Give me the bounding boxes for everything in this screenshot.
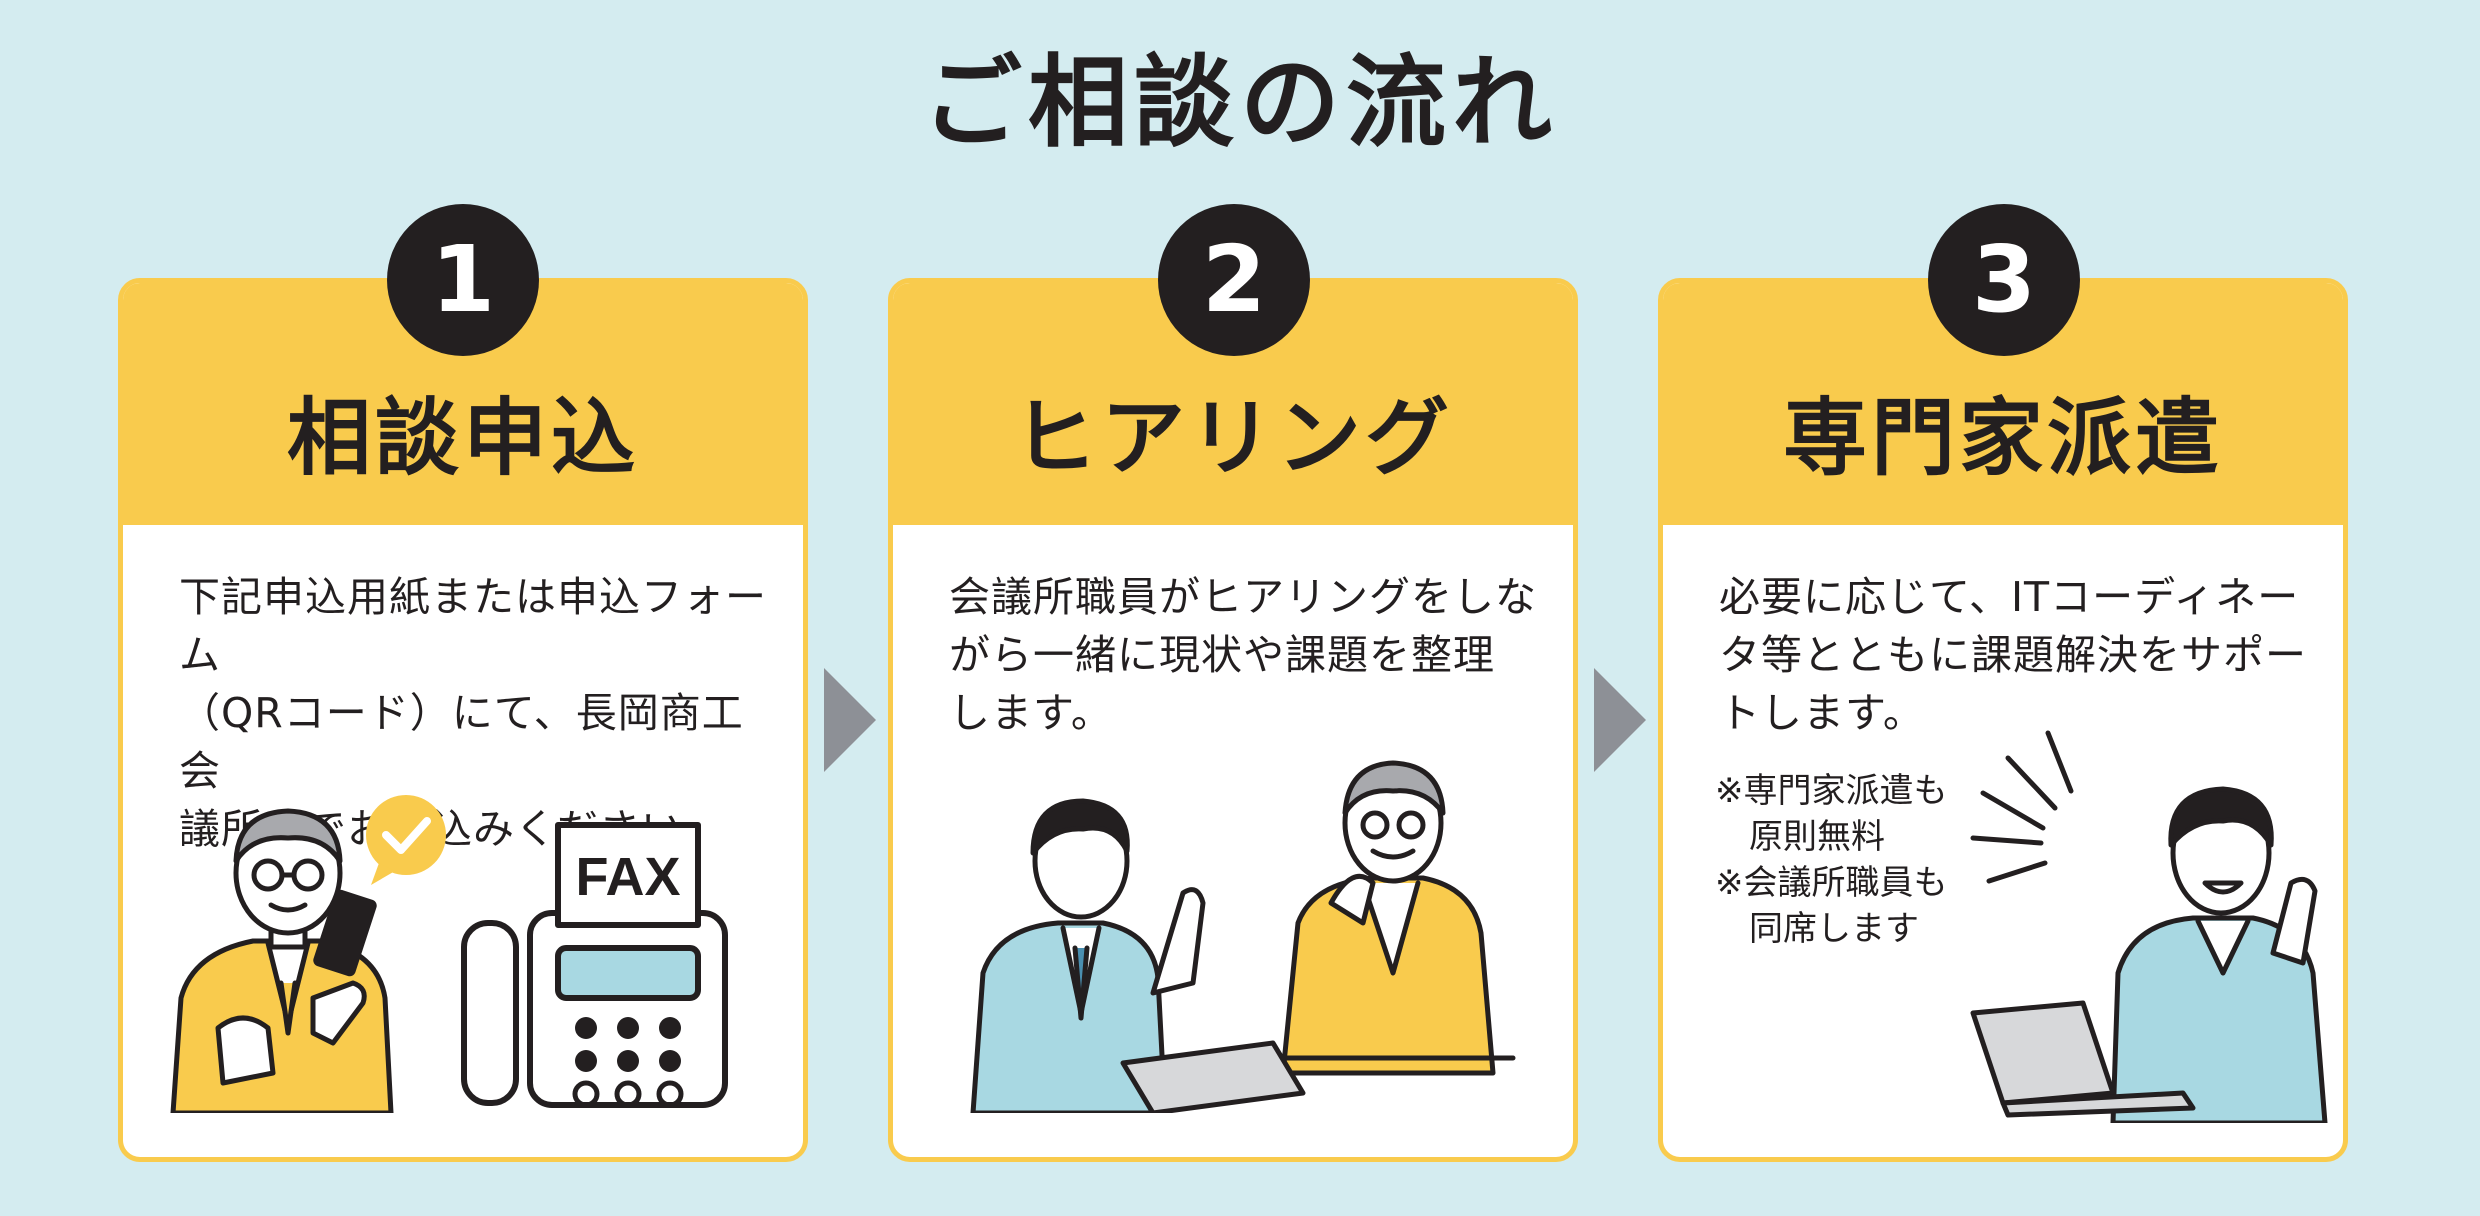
- fax-machine-icon: FAX: [461, 822, 728, 1108]
- step-3-description: 必要に応じて、ITコーディネー タ等とともに課題解決をサポー トします。: [1719, 573, 2307, 737]
- step-3-heading: 専門家派遣: [1782, 389, 2223, 487]
- fax-label: FAX: [575, 847, 680, 907]
- tablet-icon: [1120, 1040, 1306, 1113]
- step-2-heading: ヒアリング: [1012, 389, 1453, 487]
- smartphone-icon: [313, 889, 377, 977]
- step-2-description: 会議所職員がヒアリングをしな がら一緒に現状や課題を整理 します。: [949, 573, 1537, 737]
- step-3-notes: ※専門家派遣も 原則無料 ※会議所職員も 同席します: [1715, 771, 1948, 949]
- step-arrow-1: [824, 668, 876, 772]
- step-3-card: 専門家派遣 必要に応じて、ITコーディネー タ等とともに課題解決をサポー トしま…: [1658, 278, 2348, 1162]
- page-title: ご相談の流れ: [922, 44, 1558, 161]
- man-with-laptop-illustration: [1970, 730, 2328, 1123]
- elderly-man-with-smartphone-illustration: [170, 808, 394, 1113]
- step-2-card: ヒアリング 会議所職員がヒアリングをしな がら一緒に現状や課題を整理 します。: [888, 278, 1578, 1162]
- step-1-heading: 相談申込: [286, 389, 639, 487]
- step-1-number-badge: 1: [387, 204, 539, 356]
- step-3-number-badge: 3: [1928, 204, 2080, 356]
- step-1-card: 相談申込 下記申込用紙または申込フォーム （QRコード）にて、長岡商工会 議所ま…: [118, 278, 808, 1162]
- step-2-number-badge: 2: [1158, 204, 1310, 356]
- step-arrow-2: [1594, 668, 1646, 772]
- checkmark-bubble-icon: [366, 795, 446, 885]
- hearing-meeting-illustration: [970, 760, 1516, 1113]
- laptop-icon: [1970, 1000, 2196, 1118]
